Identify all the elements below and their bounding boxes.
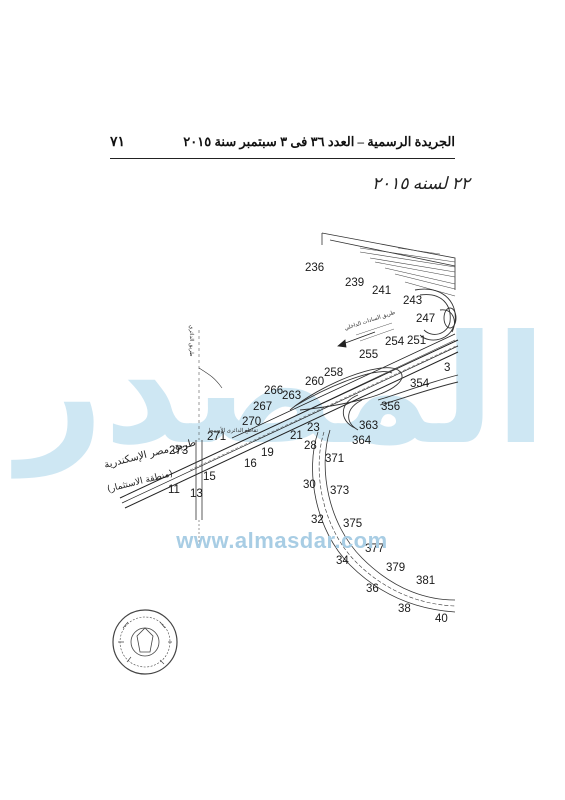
road-label-crossing: تقاطع الدائرى الأوسط xyxy=(208,425,258,434)
crossing-road xyxy=(195,330,223,545)
interchange-loops xyxy=(414,288,457,341)
road-annotation-marks xyxy=(355,247,441,342)
label-377: 377 xyxy=(365,543,384,555)
header-title: الجريدة الرسمية – العدد ٣٦ فى ٣ سبتمبر س… xyxy=(183,134,455,149)
page-number: ٧١ xyxy=(110,135,126,150)
label-40: 40 xyxy=(435,613,448,625)
label-260: 260 xyxy=(305,376,324,388)
label-38: 38 xyxy=(398,603,411,615)
label-371: 371 xyxy=(325,453,344,465)
label-239: 239 xyxy=(345,277,364,289)
label-354: 354 xyxy=(410,378,430,390)
label-373: 373 xyxy=(330,485,349,497)
label-270: 270 xyxy=(242,416,261,428)
label-21: 21 xyxy=(290,430,303,442)
label-266: 266 xyxy=(264,385,283,397)
label-364: 364 xyxy=(352,435,372,447)
frame-lines xyxy=(321,232,456,290)
label-34: 34 xyxy=(336,555,349,567)
point-labels: 236 239 241 243 247 251 254 255 258 260 … xyxy=(168,262,450,625)
label-236: 236 xyxy=(305,262,324,274)
header-rule xyxy=(110,158,455,159)
page-header: الجريدة الرسمية – العدد ٣٦ فى ٣ سبتمبر س… xyxy=(110,132,455,154)
road-label-vertical: طريق الدائري xyxy=(188,325,195,357)
label-363: 363 xyxy=(359,420,378,432)
label-254: 254 xyxy=(385,336,405,348)
label-30: 30 xyxy=(303,479,316,491)
label-271: 271 xyxy=(207,431,226,443)
label-3: 3 xyxy=(444,362,450,374)
direction-arrow xyxy=(337,331,376,348)
label-247: 247 xyxy=(416,313,435,325)
main-highway xyxy=(119,333,459,509)
curved-road xyxy=(312,429,456,613)
label-241: 241 xyxy=(372,285,391,297)
label-273: 273 xyxy=(169,445,188,457)
label-379: 379 xyxy=(386,562,405,574)
ramp-loops xyxy=(289,367,459,431)
label-356: 356 xyxy=(381,401,400,413)
label-381: 381 xyxy=(416,575,435,587)
label-258: 258 xyxy=(324,367,343,379)
label-28: 28 xyxy=(304,440,317,452)
label-255: 255 xyxy=(359,349,378,361)
label-36: 36 xyxy=(366,583,379,595)
label-243: 243 xyxy=(403,295,422,307)
label-13: 13 xyxy=(190,488,203,500)
label-263: 263 xyxy=(282,390,301,402)
official-seal xyxy=(112,609,178,675)
label-375: 375 xyxy=(343,518,362,530)
label-19: 19 xyxy=(261,447,274,459)
label-267: 267 xyxy=(253,401,272,413)
label-32: 32 xyxy=(311,514,324,526)
watermark-url: www.almasdar.com xyxy=(175,528,387,553)
watermark-arabic: المصدر xyxy=(10,304,546,479)
label-23: 23 xyxy=(307,422,320,434)
label-15: 15 xyxy=(203,471,216,483)
label-11: 11 xyxy=(168,484,180,496)
label-251: 251 xyxy=(407,335,426,347)
label-16: 16 xyxy=(244,458,257,470)
handwritten-note: ٢٢ لسنه ٢٠١٥ xyxy=(372,174,470,193)
